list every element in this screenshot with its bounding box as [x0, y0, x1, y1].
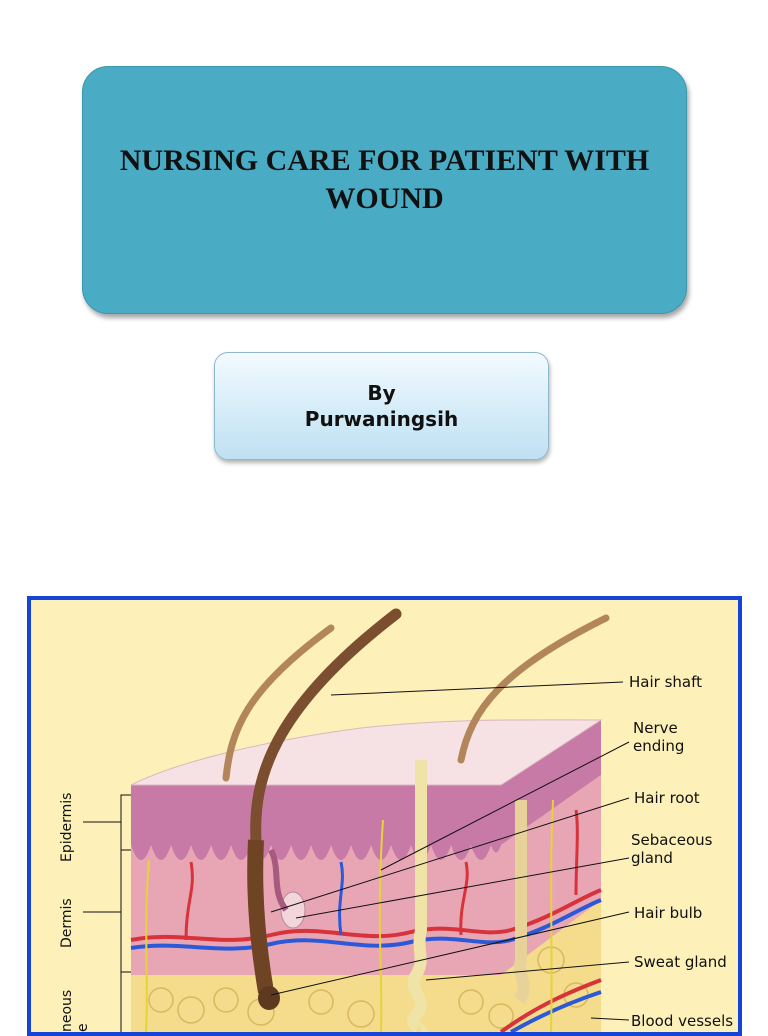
author-by-label: By — [367, 381, 396, 405]
nerve-2 — [378, 819, 384, 1032]
label-hair-shaft: Hair shaft — [629, 673, 702, 691]
author-name: Purwaningsih — [304, 407, 459, 431]
capillary-1 — [184, 861, 194, 941]
presentation-title: NURSING CARE FOR PATIENT WITH WOUND — [119, 144, 650, 215]
dermis-layer — [131, 775, 601, 975]
capillary-2 — [338, 861, 344, 936]
label-sebaceous-gland-2: gland — [631, 849, 673, 867]
label-hair-root: Hair root — [634, 789, 700, 807]
nerve-1 — [145, 859, 150, 1032]
title-box: NURSING CARE FOR PATIENT WITH WOUND — [82, 66, 687, 314]
hair-shaft — [250, 608, 402, 846]
label-blood-vessels: Blood vessels — [631, 1012, 733, 1030]
skin-diagram-illustration: Hair shaft Nerve ending Hair root Sebace… — [59, 608, 733, 1032]
sweat-gland-2 — [513, 800, 530, 1004]
label-dermis: Dermis — [59, 898, 75, 948]
capillary-4 — [574, 809, 579, 896]
author-box: By Purwaningsih — [214, 352, 549, 460]
nerve-3 — [550, 799, 554, 1032]
dermal-papillae — [131, 845, 501, 860]
capillary-3 — [459, 861, 469, 936]
hair-root — [247, 839, 274, 994]
skin-diagram: Hair shaft Nerve ending Hair root Sebace… — [27, 596, 742, 1036]
label-nerve-ending-1: Nerve — [633, 719, 678, 737]
label-sweat-gland: Sweat gland — [634, 953, 727, 971]
sebaceous-gland — [280, 891, 306, 929]
artery — [130, 888, 602, 942]
vein — [130, 898, 602, 951]
subcutaneous-layer — [131, 900, 601, 1032]
label-sebaceous-gland-1: Sebaceous — [631, 831, 713, 849]
epidermis-layer — [131, 720, 601, 845]
label-hair-bulb: Hair bulb — [634, 904, 702, 922]
hair-right — [457, 614, 610, 764]
hair-left — [222, 624, 335, 782]
label-subcutaneous-1: neous — [59, 990, 75, 1032]
pointer-lines — [83, 681, 630, 1032]
arrector-pili — [268, 848, 289, 912]
label-epidermis: Epidermis — [59, 793, 75, 862]
label-nerve-ending-2: ending — [633, 737, 684, 755]
label-subcutaneous-2: e — [75, 1023, 91, 1032]
hair-bulb — [258, 986, 280, 1010]
skin-surface — [130, 719, 603, 786]
